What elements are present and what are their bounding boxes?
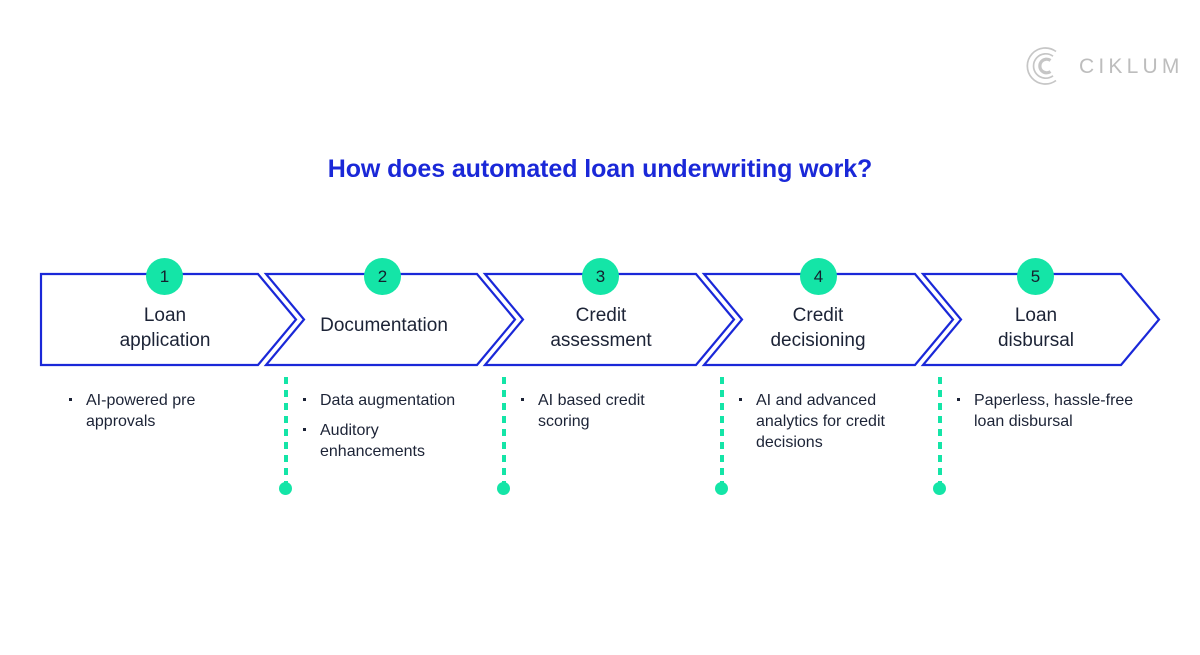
bullet-dot-icon: [521, 398, 524, 401]
connector-line-3: [502, 377, 506, 483]
step-bullets-3: AI based credit scoring: [518, 390, 698, 432]
chevron-shape-4: [701, 272, 955, 367]
list-item: AI based credit scoring: [518, 390, 698, 432]
bullet-text: AI and advanced analytics for credit dec…: [756, 392, 885, 451]
step-label-5-line1: Loan: [1014, 305, 1058, 326]
step-label-3-line2: assessment: [550, 330, 652, 351]
bullet-list-5: Paperless, hassle-free loan disbursal: [954, 390, 1134, 432]
list-item: Data augmentation: [300, 390, 475, 411]
brand-logo: CIKLUM: [1022, 44, 1184, 88]
step-label-5-line2: disbursal: [997, 330, 1075, 351]
list-item: AI and advanced analytics for credit dec…: [736, 390, 924, 453]
chevron-shape-5: [920, 272, 1161, 367]
chevron-shape-2: [263, 272, 517, 367]
step-label-1-line2: application: [119, 330, 211, 351]
page-title: How does automated loan underwriting wor…: [327, 155, 873, 183]
bullet-dot-icon: [303, 398, 306, 401]
step-label-3-line1: Credit: [575, 305, 627, 326]
bullet-dot-icon: [69, 398, 72, 401]
list-item: AI-powered pre approvals: [66, 390, 251, 432]
connector-dot-3: [497, 482, 510, 495]
bullet-list-4: AI and advanced analytics for credit dec…: [736, 390, 924, 453]
bullet-list-1: AI-powered pre approvals: [66, 390, 251, 432]
chevron-shape-1: [39, 272, 298, 367]
step-label-1: Loan application: [60, 303, 270, 353]
step-badge-4: 4: [800, 258, 837, 295]
bullet-dot-icon: [739, 398, 742, 401]
bullet-text: Auditory enhancements: [320, 422, 425, 460]
step-label-4-line1: Credit: [792, 305, 844, 326]
bullet-list-3: AI based credit scoring: [518, 390, 698, 432]
bullet-dot-icon: [303, 428, 306, 431]
step-label-5: Loan disbursal: [932, 303, 1140, 353]
list-item: Paperless, hassle-free loan disbursal: [954, 390, 1134, 432]
step-bullets-5: Paperless, hassle-free loan disbursal: [954, 390, 1134, 432]
step-label-3: Credit assessment: [497, 303, 705, 353]
connector-dot-4: [715, 482, 728, 495]
step-label-2-line1: Documentation: [320, 315, 448, 336]
step-badge-5: 5: [1017, 258, 1054, 295]
bullet-list-2: Data augmentation Auditory enhancements: [300, 390, 475, 462]
step-label-2: Documentation: [280, 313, 488, 338]
bullet-text: AI based credit scoring: [538, 392, 645, 430]
step-bullets-1: AI-powered pre approvals: [66, 390, 251, 432]
step-badge-3: 3: [582, 258, 619, 295]
connector-line-2: [284, 377, 288, 483]
bullet-text: Paperless, hassle-free loan disbursal: [974, 392, 1134, 430]
ciklum-concentric-c-icon: [1026, 47, 1057, 85]
bullet-text: AI-powered pre approvals: [86, 392, 196, 430]
step-label-1-line1: Loan: [143, 305, 187, 326]
connector-line-5: [938, 377, 942, 483]
connector-dot-2: [279, 482, 292, 495]
step-badge-1: 1: [146, 258, 183, 295]
step-label-4: Credit decisioning: [714, 303, 922, 353]
step-bullets-4: AI and advanced analytics for credit dec…: [736, 390, 924, 453]
step-bullets-2: Data augmentation Auditory enhancements: [300, 390, 475, 462]
chevron-shape-3: [482, 272, 736, 367]
step-badge-2: 2: [364, 258, 401, 295]
bullet-text: Data augmentation: [320, 392, 456, 409]
process-chevron-band: [0, 252, 1200, 387]
connector-line-4: [720, 377, 724, 483]
list-item: Auditory enhancements: [300, 420, 475, 462]
brand-wordmark: CIKLUM: [1079, 54, 1184, 78]
step-label-4-line2: decisioning: [770, 330, 866, 351]
connector-dot-5: [933, 482, 946, 495]
bullet-dot-icon: [957, 398, 960, 401]
